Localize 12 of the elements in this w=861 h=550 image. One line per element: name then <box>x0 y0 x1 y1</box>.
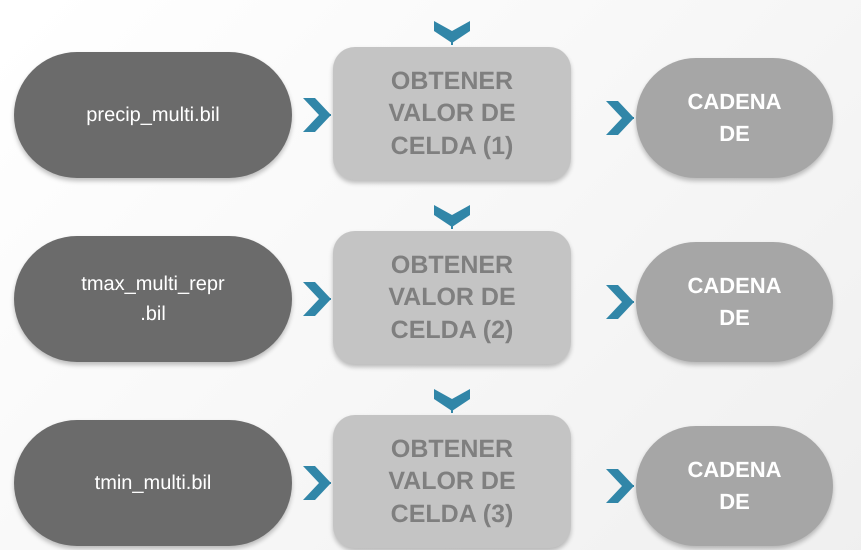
node-label: OBTENER VALOR DE CELDA (1) <box>387 66 517 162</box>
node-label: CADENA DE <box>686 88 783 148</box>
node-label: CADENA DE <box>686 272 783 332</box>
process-box <box>333 415 571 548</box>
node-label: CADENA DE <box>686 456 783 516</box>
node-label: tmax_multi_repr .bil <box>80 272 226 327</box>
node-label: precip_multi.bil <box>86 103 220 128</box>
node-label: tmin_multi.bil <box>94 471 212 496</box>
process-box <box>333 47 571 180</box>
node-label: OBTENER VALOR DE CELDA (2) <box>387 250 517 346</box>
process-box <box>333 231 571 364</box>
node-label: OBTENER VALOR DE CELDA (3) <box>387 434 517 530</box>
